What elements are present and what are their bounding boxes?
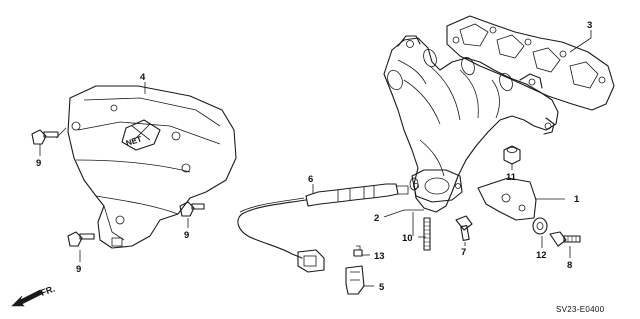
callout-2: 2 (374, 213, 379, 224)
oxygen-sensor[interactable] (237, 183, 409, 273)
callout-3: 3 (587, 20, 592, 31)
bolt-9-upper[interactable] (31, 129, 59, 145)
callout-8: 8 (567, 260, 572, 271)
callout-9-right: 9 (184, 230, 189, 241)
heat-shield-emblem: NET (125, 134, 143, 148)
sensor-clip[interactable] (345, 265, 365, 295)
callout-4: 4 (140, 72, 146, 83)
leader-lines (39, 30, 592, 287)
callout-10: 10 (402, 233, 413, 244)
washer-12[interactable] (532, 217, 548, 235)
manifold-bracket[interactable] (477, 177, 537, 221)
callout-12: 12 (536, 250, 547, 261)
callout-9-upper: 9 (36, 158, 41, 169)
front-label: FR. (39, 284, 56, 298)
callout-13: 13 (374, 251, 385, 262)
stud-bolt[interactable] (423, 217, 431, 251)
nut-11[interactable] (503, 145, 521, 165)
callout-1: 1 (574, 194, 580, 205)
diagram-code: SV23-E0400 (556, 305, 605, 314)
callout-5: 5 (379, 282, 385, 293)
callout-9-lower: 9 (76, 264, 81, 275)
exhaust-manifold-gasket[interactable] (446, 15, 615, 111)
callout-11: 11 (506, 172, 517, 183)
front-arrow-icon (11, 289, 43, 307)
bolt-9-lower[interactable] (67, 231, 95, 247)
flange-bolt-7[interactable] (455, 215, 473, 241)
exhaust-manifold[interactable] (383, 35, 559, 213)
callout-labels: 1 2 3 4 5 6 7 8 9 9 9 10 11 12 13 (36, 20, 592, 293)
front-direction-indicator: FR. (11, 284, 56, 307)
bolt-13[interactable] (353, 245, 363, 257)
bolt-9-right[interactable] (179, 201, 205, 217)
bolt-8[interactable] (549, 231, 581, 247)
heat-shield[interactable]: NET (67, 85, 237, 249)
callout-6: 6 (308, 174, 313, 185)
callout-7: 7 (461, 247, 466, 258)
